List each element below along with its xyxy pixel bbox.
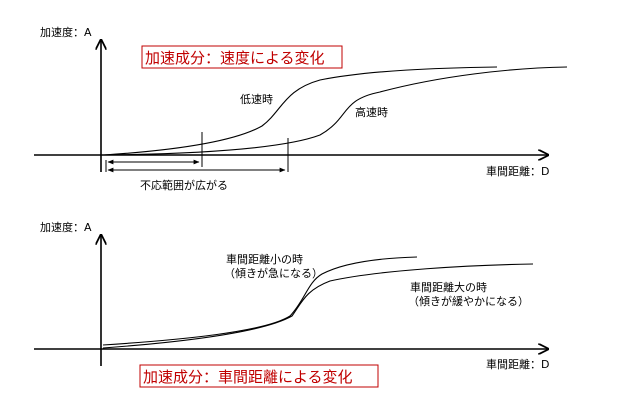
bottom-x-axis-label: 車間距離：D	[486, 357, 549, 371]
bottom-title: 加速成分：車間距離による変化	[143, 368, 353, 386]
high-speed-curve	[103, 66, 568, 156]
large-distance-note: （傾きが緩やかになる）	[408, 294, 529, 308]
large-distance-curve	[102, 263, 534, 349]
bottom-title-box	[139, 364, 379, 388]
top-y-axis-label: 加速度：A	[40, 25, 92, 39]
small-distance-note: （傾きが急になる）	[224, 266, 323, 280]
large-distance-label: 車間距離大の時	[410, 280, 487, 294]
low-speed-curve	[103, 66, 498, 156]
bottom-y-axis-label: 加速度：A	[40, 220, 92, 234]
top-panel: 加速度：A 車間距離：D 加速成分：速度による変化 低速時 高速時 不応範囲が広…	[34, 25, 568, 192]
top-x-axis-label: 車間距離：D	[486, 164, 549, 178]
high-speed-label: 高速時	[355, 105, 388, 119]
range-label: 不応範囲が広がる	[140, 178, 228, 192]
low-speed-label: 低速時	[240, 93, 273, 106]
small-distance-curve	[102, 256, 418, 346]
bottom-panel: 加速度：A 車間距離：D 車間距離小の時 （傾きが急になる） 車間距離大の時 （…	[34, 220, 549, 388]
top-title-box	[141, 45, 343, 69]
small-distance-label: 車間距離小の時	[226, 252, 303, 266]
top-title: 加速成分：速度による変化	[145, 49, 325, 67]
